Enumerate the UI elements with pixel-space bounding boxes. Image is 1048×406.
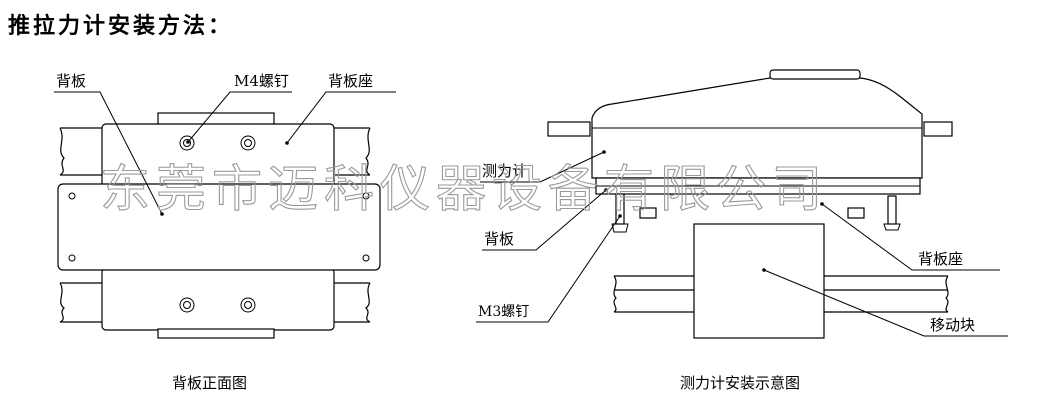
label-back-plate-seat-right: 背板座 (918, 250, 963, 268)
back-plate-seat-bottom (101, 267, 335, 339)
back-plate-seat-side (611, 193, 901, 233)
callout-force-gauge: 测力计 (480, 150, 606, 183)
watermark: 东莞市迈科仪器设备有限公司 (100, 160, 828, 218)
back-plate (57, 183, 381, 271)
label-back-plate: 背板 (56, 72, 86, 90)
label-m4-screw: M4螺钉 (234, 72, 289, 90)
callout-back-plate-seat: 背板座 (285, 72, 396, 145)
installation-side-view: 测力计 背板 M3螺钉 背板座 移动块 (476, 69, 1008, 339)
back-plate-seat-top (101, 112, 335, 189)
left-figure-caption: 背板正面图 (172, 374, 248, 392)
moving-block-assembly (613, 223, 949, 339)
back-plate-front-view: 背板 M4螺钉 背板座 (54, 72, 396, 339)
right-figure-caption: 测力计安装示意图 (680, 374, 801, 392)
callout-m4-screw: M4螺钉 (186, 72, 292, 144)
callout-moving-block: 移动块 (762, 268, 1008, 337)
page-title: 推拉力计安装方法： (8, 14, 234, 39)
callout-back-plate: 背板 (54, 72, 164, 216)
callout-m3-screw: M3螺钉 (476, 214, 622, 323)
callout-back-plate-right: 背板 (482, 188, 608, 251)
back-plate-side (595, 177, 921, 195)
label-back-plate-seat: 背板座 (328, 72, 373, 90)
force-gauge (547, 69, 953, 179)
callout-back-plate-seat-right: 背板座 (820, 202, 1000, 271)
label-force-gauge: 测力计 (482, 162, 527, 180)
label-back-plate-right: 背板 (484, 230, 514, 248)
label-m3-screw: M3螺钉 (478, 304, 529, 320)
label-moving-block: 移动块 (930, 316, 975, 334)
